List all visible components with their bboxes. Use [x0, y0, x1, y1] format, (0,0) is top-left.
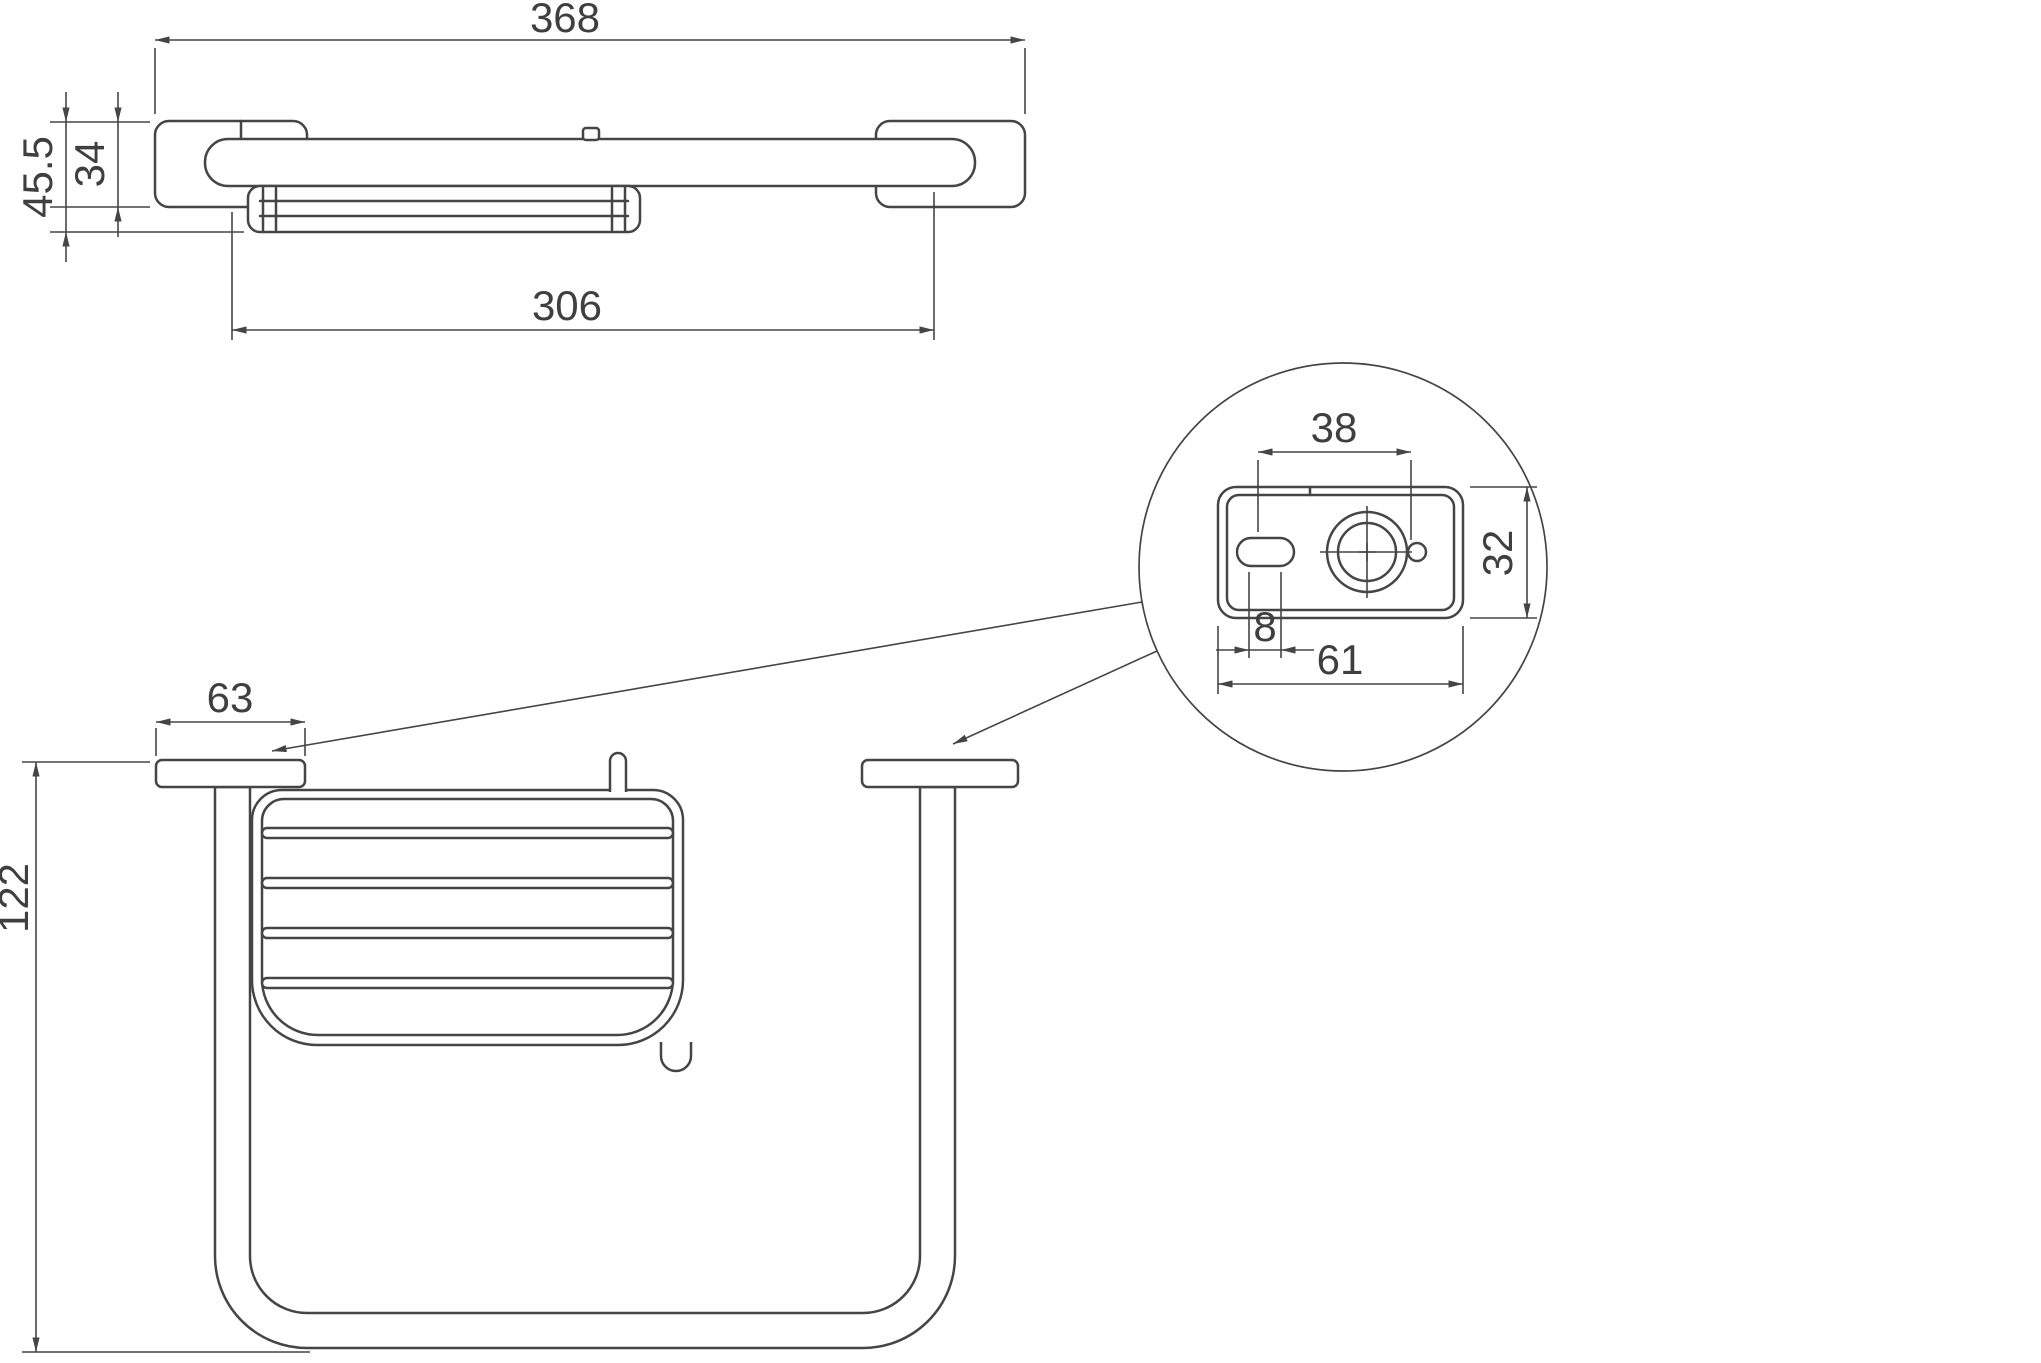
dim-detail-plate-width: 61: [1217, 626, 1464, 694]
dim-detail-plate-height-label: 32: [1474, 530, 1521, 577]
top-view: 368 45.5 34 306: [14, 0, 1027, 340]
dim-total-height-label: 122: [0, 863, 37, 933]
dim-slot-width: 8: [1216, 572, 1314, 658]
detail-bubble-circle: [1138, 362, 1548, 772]
dim-hole-spacing-label: 38: [1311, 404, 1358, 451]
wall-plate-left-front: [154, 758, 307, 789]
screw-hole: [1406, 541, 1428, 563]
dim-plate-depth-label: 34: [66, 141, 113, 188]
dim-hole-spacing: 38: [1257, 404, 1412, 540]
dim-overall-width: 368: [154, 0, 1026, 114]
hook-tab-top: [581, 126, 601, 142]
dim-front-plate-width-label: 63: [207, 674, 254, 721]
dim-detail-plate-width-label: 61: [1317, 636, 1364, 683]
dim-front-plate-width: 63: [155, 674, 306, 756]
dim-plate-depth: 34: [66, 92, 122, 237]
detail-view: 38 32 8 61: [271, 362, 1548, 772]
dim-inner-span: 306: [231, 192, 935, 340]
dim-overall-width-label: 368: [530, 0, 600, 41]
basket-wire-front-3: [260, 926, 675, 940]
mounting-slot: [1235, 536, 1296, 568]
dim-total-depth: 45.5: [14, 92, 70, 262]
dim-total-height: 122: [0, 761, 310, 1353]
basket-wire-front-4: [260, 976, 675, 990]
basket-wire-front-1: [260, 826, 675, 840]
dim-total-depth-label: 45.5: [14, 136, 61, 218]
frame-rail: [213, 785, 957, 1350]
basket-front-inner: [260, 797, 675, 1037]
basket-hook-bottom-front: [659, 1042, 693, 1073]
dim-inner-span-label: 306: [532, 282, 602, 329]
basket-hook-top-front: [608, 751, 628, 792]
detail-plate-inner: [1225, 493, 1456, 612]
detail-leader-right: [952, 650, 1158, 745]
mounting-bar: [203, 137, 977, 188]
detail-leader-left: [271, 601, 1143, 753]
dim-detail-plate-height: 32: [1470, 486, 1537, 619]
front-view: 63 122: [0, 674, 1020, 1353]
dim-slot-width-label: 8: [1253, 603, 1276, 650]
wall-plate-right-front: [860, 758, 1020, 789]
knob-inner-circle: [1336, 521, 1398, 583]
basket-wire-front-2: [260, 876, 675, 890]
basket-top-outline: [246, 184, 642, 234]
